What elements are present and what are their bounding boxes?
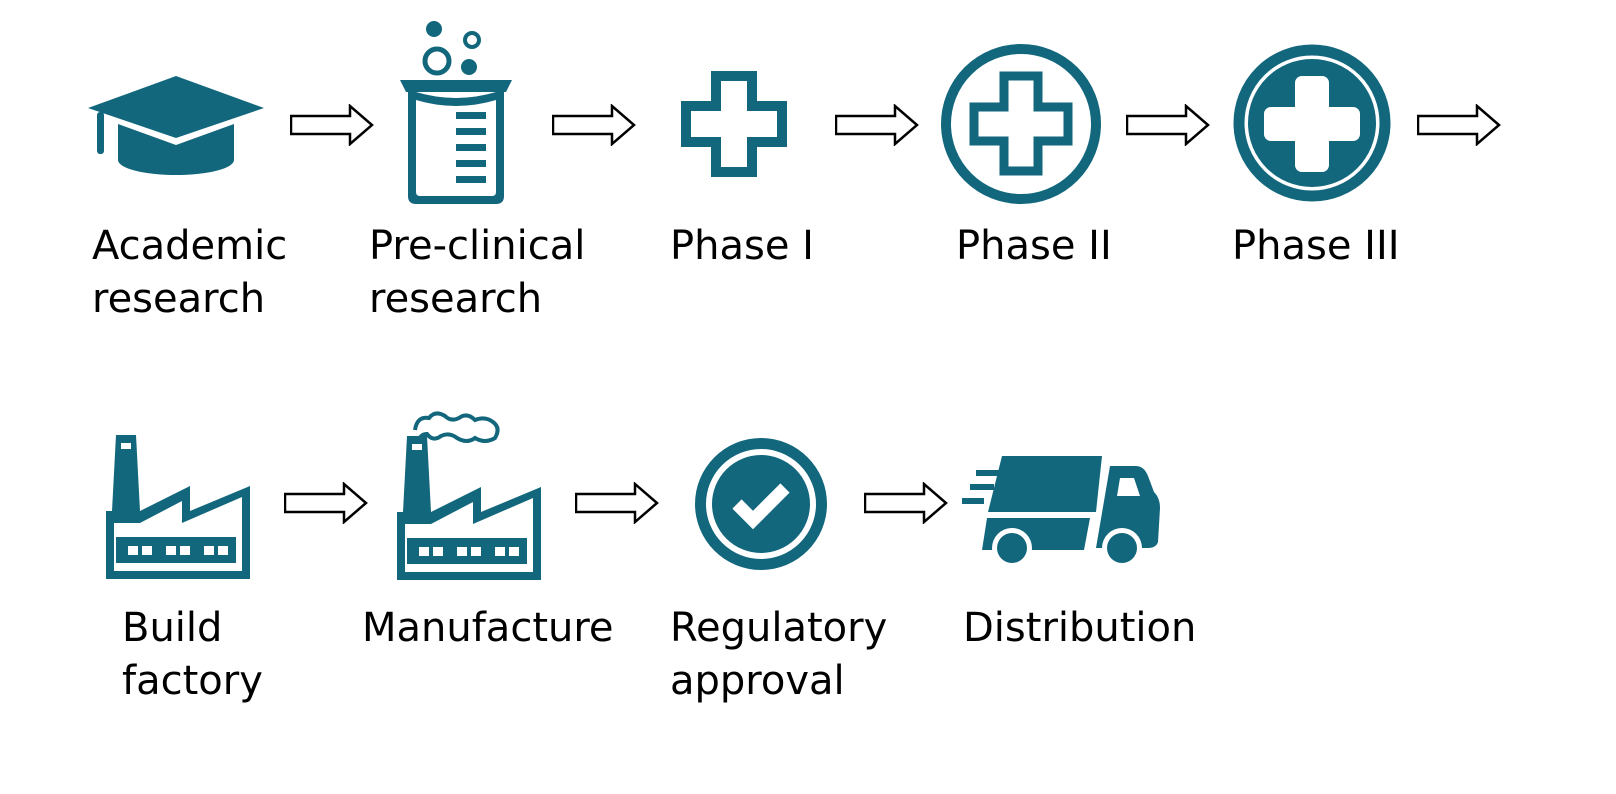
flow-arrow: [864, 482, 948, 524]
flow-arrow: [1417, 104, 1501, 146]
graduation-cap-icon: [88, 76, 264, 175]
step-label-build-factory: Build factory: [122, 605, 263, 704]
smoking-factory-icon: [397, 411, 541, 580]
circle-plus-solid-icon: [1233, 44, 1391, 202]
circle-plus-outline-icon: [941, 44, 1101, 204]
step-label-academic-research: Academic research: [92, 223, 288, 322]
step-label-distribution: Distribution: [963, 605, 1197, 651]
step-label-phase-i: Phase I: [670, 223, 814, 269]
step-label-phase-ii: Phase II: [956, 223, 1112, 269]
step-label-phase-iii: Phase III: [1232, 223, 1400, 269]
step-label-regulatory-approval: Regulatory approval: [670, 605, 888, 704]
flow-arrow: [552, 104, 636, 146]
step-label-manufacture: Manufacture: [362, 605, 614, 651]
flow-arrow: [290, 104, 374, 146]
approval-badge-icon: [695, 438, 827, 570]
factory-icon: [106, 435, 250, 579]
flow-arrow: [835, 104, 919, 146]
plus-icon: [681, 71, 787, 177]
delivery-truck-icon: [962, 456, 1160, 568]
step-label-pre-clinical-research: Pre-clinical research: [369, 223, 586, 322]
flow-arrow: [1126, 104, 1210, 146]
beaker-icon: [400, 21, 512, 204]
flow-arrow: [284, 482, 368, 524]
flow-arrow: [575, 482, 659, 524]
